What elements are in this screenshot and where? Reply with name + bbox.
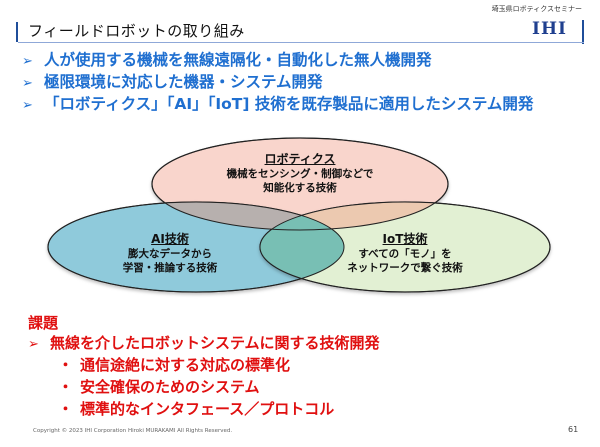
bullet-item: ➢ 人が使用する機械を無線遠隔化・自動化した無人機開発: [22, 50, 533, 72]
venn-overlap-robotics-iot: [260, 202, 448, 230]
venn-desc-line: 膨大なデータから: [128, 248, 212, 260]
issue-sub-item: ・通信途絶に対する対応の標準化: [58, 354, 290, 375]
issue-main-item: ➢ 無線を介したロボットシステムに関する技術開発: [28, 332, 380, 353]
issue-sub-text: 安全確保のためのシステム: [80, 378, 260, 396]
copyright-notice: Copyright © 2023 IHI Corporation Hiroki …: [33, 428, 233, 434]
bullet-list: ➢ 人が使用する機械を無線遠隔化・自動化した無人機開発 ➢ 極限環境に対応した機器・…: [22, 50, 533, 116]
bullet-text: 「ロボティクス」「AI」「IoT] 技術を既存製品に適用したシステム開発: [44, 95, 534, 113]
page-number: 61: [568, 425, 579, 434]
venn-desc-line: すべての「モノ」を: [358, 248, 452, 260]
venn-overlap-robotics-ai: [152, 202, 344, 230]
issue-main-text: 無線を介したロボットシステムに関する技術開発: [50, 334, 380, 352]
dot-bullet-icon: ・: [58, 400, 74, 418]
dot-bullet-icon: ・: [58, 356, 74, 374]
venn-desc-line: 知能化する技術: [263, 182, 337, 194]
venn-outline-iot: [259, 201, 551, 293]
arrow-bullet-icon: ➢: [22, 54, 33, 69]
title-accent-bar: [16, 22, 18, 42]
arrow-bullet-icon: ➢: [28, 337, 39, 352]
venn-heading-iot: IoT技術: [382, 232, 428, 246]
dot-bullet-icon: ・: [58, 378, 74, 396]
venn-label-iot: IoT技術 すべての「モノ」を ネットワークで繋ぐ技術: [325, 232, 485, 275]
bullet-text: 極限環境に対応した機器・システム開発: [44, 73, 323, 91]
arrow-bullet-icon: ➢: [22, 98, 33, 113]
venn-heading-ai: AI技術: [151, 232, 189, 246]
issue-sub-item: ・標準的なインタフェース／プロトコル: [58, 398, 334, 419]
venn-heading-robotics: ロボティクス: [264, 152, 336, 166]
bullet-item: ➢ 極限環境に対応した機器・システム開発: [22, 72, 533, 94]
issues-heading: 課題: [28, 314, 59, 332]
bullet-text: 人が使用する機械を無線遠隔化・自動化した無人機開発: [44, 51, 432, 69]
company-logo: IHI: [532, 19, 567, 39]
logo-accent-bar: [582, 20, 584, 44]
slide-title: フィールドロボットの取り組み: [28, 22, 245, 40]
venn-outline-robotics: [151, 137, 449, 231]
venn-desc-line: 機械をセンシング・制御などで: [226, 168, 374, 180]
venn-label-ai: AI技術 膨大なデータから 学習・推論する技術: [100, 232, 240, 275]
issue-sub-item: ・安全確保のためのシステム: [58, 376, 260, 397]
venn-label-robotics: ロボティクス 機械をセンシング・制御などで 知能化する技術: [200, 152, 400, 195]
seminar-label: 埼玉県ロボティクスセミナー: [491, 5, 582, 13]
issue-sub-text: 標準的なインタフェース／プロトコル: [80, 400, 335, 418]
venn-desc-line: 学習・推論する技術: [122, 262, 218, 274]
venn-desc-line: ネットワークで繋ぐ技術: [347, 262, 463, 274]
bullet-item: ➢ 「ロボティクス」「AI」「IoT] 技術を既存製品に適用したシステム開発: [22, 94, 533, 116]
issue-sub-text: 通信途絶に対する対応の標準化: [80, 356, 291, 374]
venn-outline-ai: [47, 201, 345, 293]
header-divider: [18, 42, 584, 43]
arrow-bullet-icon: ➢: [22, 76, 33, 91]
